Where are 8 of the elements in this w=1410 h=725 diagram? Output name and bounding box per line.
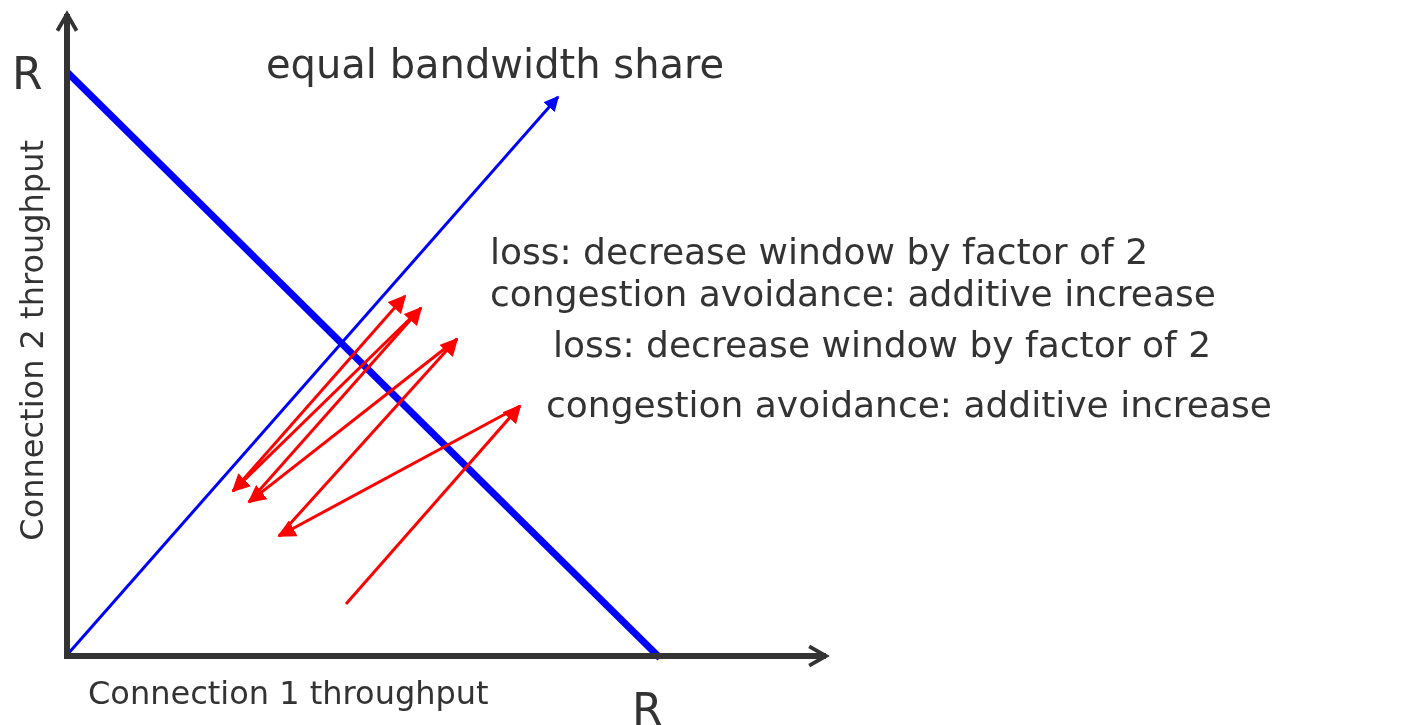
annotation: loss: decrease window by factor of 2 — [553, 327, 1212, 363]
axis-label: Connection 1 throughput — [88, 677, 489, 709]
annotation: congestion avoidance: additive increase — [490, 276, 1216, 312]
annotation: congestion avoidance: additive increase — [546, 387, 1272, 423]
axis-max-label: R — [12, 52, 43, 96]
axis-label: Connection 2 throughput — [16, 140, 48, 541]
annotation: loss: decrease window by factor of 2 — [490, 234, 1149, 270]
axis-max-label: R — [632, 688, 663, 725]
